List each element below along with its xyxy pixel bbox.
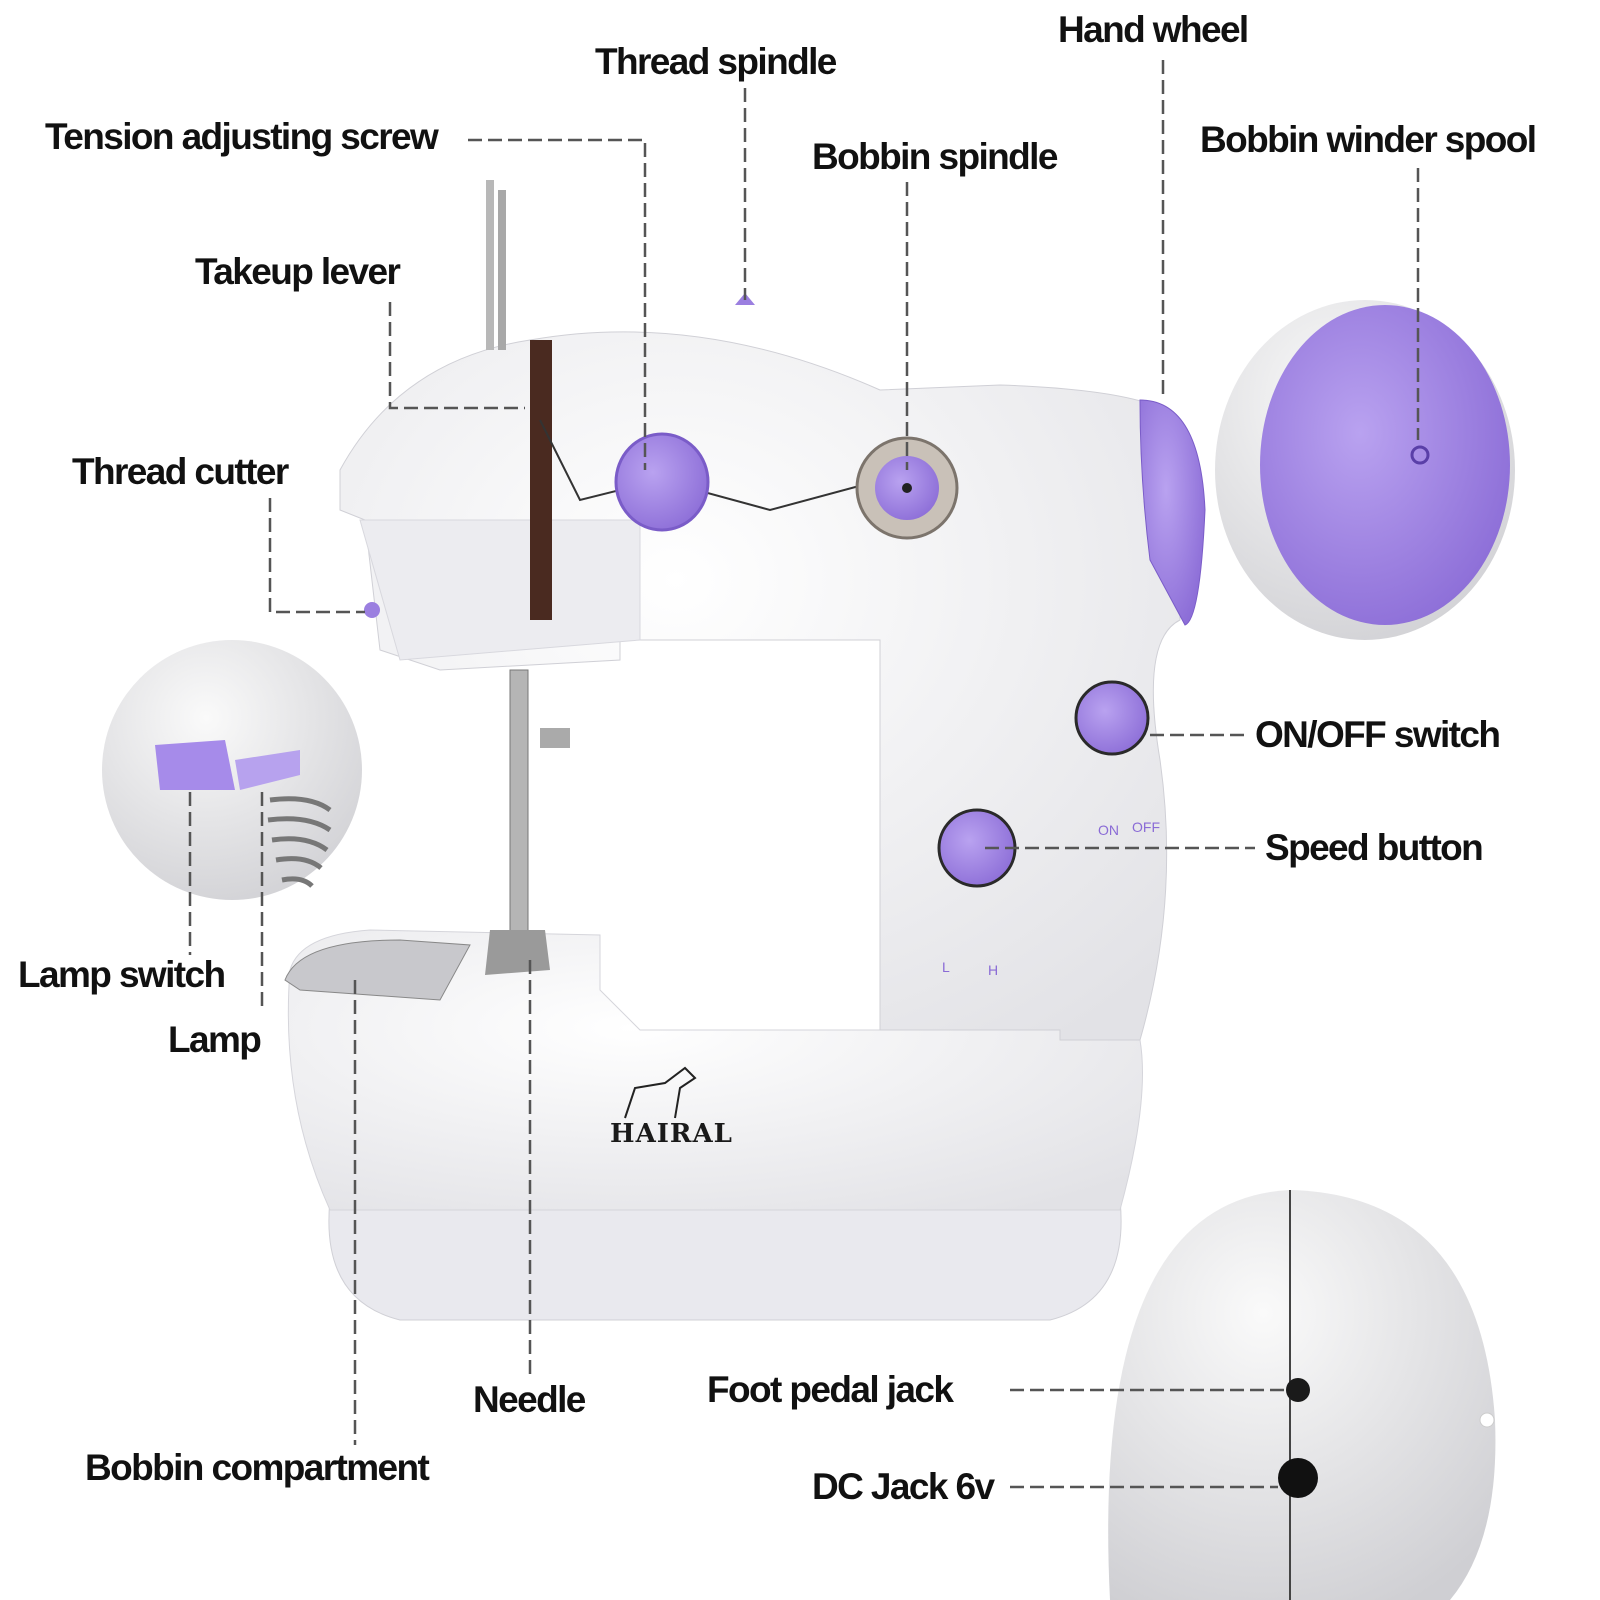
high-mark: H: [988, 962, 998, 978]
label-takeup-lever: Takeup lever: [195, 251, 401, 292]
bobbin-winder-spool: [1260, 305, 1510, 625]
bobbin-compartment: [284, 939, 471, 1001]
label-lamp: Lamp: [168, 1019, 262, 1060]
on-mark: ON: [1098, 822, 1119, 838]
label-lamp-switch: Lamp switch: [18, 954, 226, 995]
speed-button[interactable]: [937, 808, 1017, 888]
label-foot-pedal-jack: Foot pedal jack: [707, 1369, 954, 1410]
tension-screw: [614, 432, 710, 532]
thread-cutter: [364, 602, 380, 618]
machine-base: HAIRAL: [287, 929, 1143, 1321]
bobbin-winder-inset: [1215, 300, 1515, 640]
hand-wheel: [1139, 399, 1206, 626]
label-thread-cutter: Thread cutter: [72, 451, 289, 492]
low-mark: L: [942, 959, 950, 975]
label-on-off-switch: ON/OFF switch: [1255, 714, 1501, 755]
dc-jack: [1278, 1458, 1318, 1498]
lamp-switch: [155, 740, 235, 790]
label-thread-spindle: Thread spindle: [595, 41, 837, 82]
on-off-switch[interactable]: [1074, 680, 1150, 756]
machine-body: ON OFF L H: [284, 180, 1206, 1041]
brand-logo: HAIRAL: [610, 1119, 733, 1149]
label-needle: Needle: [473, 1379, 586, 1420]
label-speed-button: Speed button: [1265, 827, 1484, 868]
leader-lines: [188, 60, 1420, 1489]
foot-pedal-jack: [1286, 1378, 1310, 1402]
label-tension-adjusting-screw: Tension adjusting screw: [45, 116, 439, 157]
label-bobbin-winder-spool: Bobbin winder spool: [1200, 119, 1537, 160]
needle: [485, 930, 550, 975]
jack-inset: [1108, 1190, 1496, 1600]
label-dc-jack: DC Jack 6v: [812, 1466, 995, 1507]
takeup-lever: [530, 340, 552, 620]
goat-logo-icon: [624, 1066, 697, 1119]
label-hand-wheel: Hand wheel: [1058, 9, 1249, 50]
lamp-bulb: [267, 796, 332, 888]
label-bobbin-spindle: Bobbin spindle: [812, 136, 1058, 177]
lamp-inset: [102, 640, 362, 900]
label-bobbin-compartment: Bobbin compartment: [85, 1447, 430, 1488]
off-mark: OFF: [1132, 819, 1160, 835]
